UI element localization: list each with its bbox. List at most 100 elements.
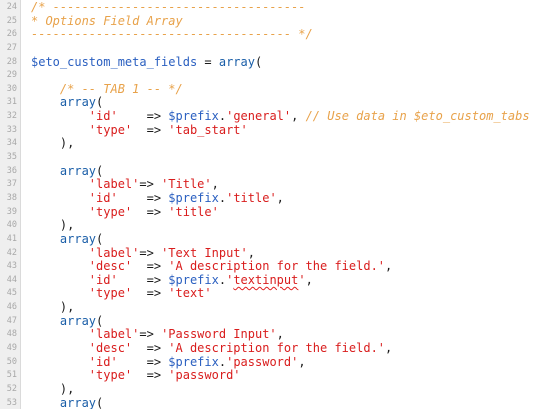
code-token: 'Text Input' xyxy=(161,245,248,260)
code-token: , xyxy=(276,327,284,342)
code-token: 'type' xyxy=(88,368,133,383)
line-text: 'desc' => 'A description for the field.'… xyxy=(31,259,393,274)
line-text: array( xyxy=(31,395,104,409)
code-token: array xyxy=(59,313,97,328)
code-line[interactable]: 52 ), xyxy=(0,382,542,397)
code-line[interactable]: 53 array( xyxy=(0,395,542,409)
line-number: 47 xyxy=(6,315,17,326)
code-token: 'Title' xyxy=(161,177,212,192)
line-text: 'type' => 'text' xyxy=(31,287,212,301)
line-number: 41 xyxy=(6,233,17,244)
code-token: 'title' xyxy=(168,204,219,219)
code-token: , xyxy=(276,190,284,205)
code-line[interactable]: 33 'type' => 'tab_start' xyxy=(0,123,542,138)
code-token xyxy=(31,368,89,382)
line-text: array( xyxy=(31,232,103,247)
code-line[interactable]: 27 xyxy=(0,42,542,56)
line-number: 24 xyxy=(6,2,17,12)
code-line[interactable]: 46 ), xyxy=(0,300,542,315)
line-text: ), xyxy=(31,137,74,151)
code-line[interactable]: 24/* ----------------------------------- xyxy=(0,0,542,15)
line-text: /* -- TAB 1 -- */ xyxy=(31,82,183,97)
code-line[interactable]: 48 'label'=> 'Password Input', xyxy=(0,328,542,342)
code-line[interactable]: 49 'desc' => 'A description for the fiel… xyxy=(0,341,542,356)
code-line[interactable]: 32 'id' => $prefix.'general', // Use dat… xyxy=(0,109,542,124)
code-token xyxy=(31,82,60,96)
line-number: 43 xyxy=(6,261,17,272)
line-text: 'type' => 'title' xyxy=(31,204,219,220)
code-token: => xyxy=(139,327,162,342)
code-line[interactable]: 51 'type' => 'password' xyxy=(0,368,542,383)
code-token: 'id' xyxy=(88,354,118,369)
code-line[interactable]: 30 /* -- TAB 1 -- */ xyxy=(0,82,542,97)
code-token: . xyxy=(218,190,227,205)
code-line[interactable]: 40 ), xyxy=(0,218,542,233)
code-token: 'id' xyxy=(88,109,118,124)
code-token: // Use data in $eto_custom_tabs xyxy=(305,109,530,124)
code-line[interactable]: 44 'id' => $prefix.'textinput', xyxy=(0,272,542,288)
code-token: ( xyxy=(96,395,104,409)
line-number: 25 xyxy=(6,15,17,26)
code-token: $prefix xyxy=(168,109,219,124)
code-token xyxy=(31,396,60,409)
code-token: array xyxy=(59,395,97,409)
code-token: 'general' xyxy=(226,109,292,124)
code-token: => xyxy=(117,272,169,287)
code-token: ( xyxy=(254,54,263,69)
line-number: 42 xyxy=(6,247,17,258)
code-line[interactable]: 34 ), xyxy=(0,137,542,151)
code-token: * Options Field Array xyxy=(31,13,183,28)
code-token: 'password' xyxy=(226,354,299,369)
code-line[interactable]: 45 'type' => 'text' xyxy=(0,287,542,301)
code-line[interactable]: 39 'type' => 'title' xyxy=(0,204,542,220)
code-token xyxy=(31,286,89,300)
code-line[interactable]: 26------------------------------------ *… xyxy=(0,27,542,42)
code-line[interactable]: 36 array( xyxy=(0,163,542,179)
code-token xyxy=(31,273,89,287)
code-token: ( xyxy=(96,313,104,328)
code-token: array xyxy=(59,95,97,110)
code-line[interactable]: 43 'desc' => 'A description for the fiel… xyxy=(0,259,542,274)
line-number: 53 xyxy=(6,397,17,408)
code-line[interactable]: 35 xyxy=(0,151,542,165)
code-line[interactable]: 41 array( xyxy=(0,232,542,247)
line-text: 'type' => 'tab_start' xyxy=(31,123,248,138)
code-token: ' xyxy=(226,272,234,287)
code-token: => xyxy=(132,204,169,219)
line-text: ), xyxy=(31,300,74,315)
line-text: 'type' => 'password' xyxy=(31,368,241,383)
line-text: array( xyxy=(31,163,103,179)
code-token: 'text' xyxy=(168,286,212,301)
code-line[interactable]: 25 * Options Field Array xyxy=(0,13,542,29)
line-text: ------------------------------------ */ xyxy=(31,27,313,42)
code-token: , xyxy=(298,354,306,369)
line-number: 28 xyxy=(6,56,17,67)
code-token: $eto_custom_meta_fields xyxy=(31,54,198,69)
code-token: . xyxy=(218,354,227,369)
code-token: array xyxy=(59,163,97,178)
code-line[interactable]: 29 xyxy=(0,69,542,83)
code-line[interactable]: 50 'id' => $prefix.'password', xyxy=(0,354,542,370)
code-line[interactable]: 47 array( xyxy=(0,313,542,329)
code-token: 'type' xyxy=(88,204,133,219)
code-token: 'label' xyxy=(88,327,140,342)
code-token: => xyxy=(132,286,169,301)
code-line[interactable]: 31 array( xyxy=(0,96,542,110)
line-number: 38 xyxy=(6,192,17,203)
code-token: 'A description for the field.' xyxy=(168,341,386,356)
line-number: 50 xyxy=(6,356,17,367)
code-line[interactable]: 37 'label'=> 'Title', xyxy=(0,178,542,192)
code-token: , xyxy=(385,259,393,274)
line-number: 33 xyxy=(6,124,17,135)
code-line[interactable]: 42 'label'=> 'Text Input', xyxy=(0,245,542,261)
code-token: ------------------------------------ */ xyxy=(31,27,313,42)
code-line[interactable]: 28$eto_custom_meta_fields = array( xyxy=(0,54,542,70)
line-number: 36 xyxy=(6,165,17,176)
code-token xyxy=(31,164,60,178)
code-token: 'desc' xyxy=(88,341,133,356)
line-number: 27 xyxy=(6,42,17,53)
code-line[interactable]: 38 'id' => $prefix.'title', xyxy=(0,190,542,206)
line-number: 39 xyxy=(6,206,17,217)
